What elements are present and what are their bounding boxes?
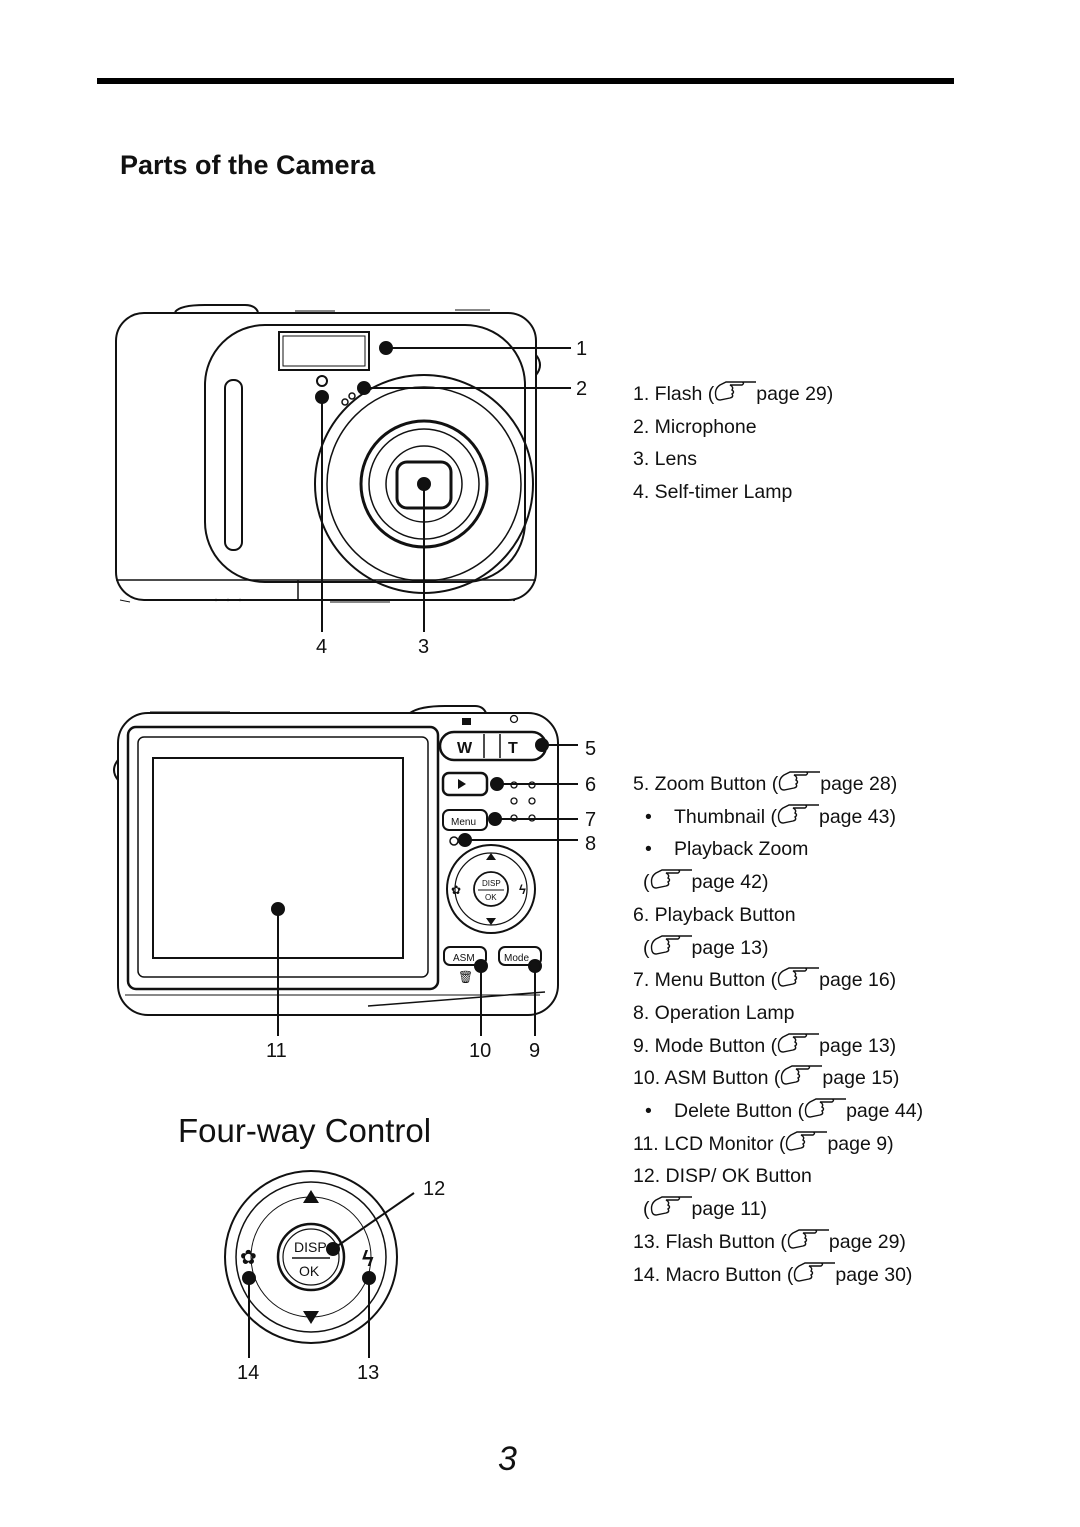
list-item: 13. Flash Button (page 29) [633, 1226, 923, 1259]
pointing-hand-icon [794, 1261, 836, 1282]
list-item: 11. LCD Monitor (page 9) [633, 1128, 923, 1161]
callout-1: 1 [576, 338, 587, 360]
callout-2: 2 [576, 378, 587, 400]
list-item: (page 42) [633, 866, 923, 899]
pointing-hand-icon [650, 934, 692, 955]
pointing-hand-icon [779, 771, 821, 791]
zoom-w-label: W [457, 740, 473, 757]
callout-7: 7 [585, 809, 596, 831]
top-rule [97, 78, 954, 84]
list-item: 10. ASM Button (page 15) [633, 1062, 923, 1095]
disp-label: DISP [294, 1239, 327, 1255]
list-item: 14. Macro Button (page 30) [633, 1259, 923, 1292]
list-item: 2. Microphone [633, 415, 757, 438]
callout-4: 4 [316, 636, 327, 658]
pointing-hand-icon [786, 1131, 828, 1151]
ok-label: OK [485, 893, 497, 902]
macro-flower-icon: ✿ [451, 883, 461, 897]
callout-6: 6 [585, 774, 596, 796]
arrow-down-icon [486, 918, 496, 925]
pointing-hand-icon [650, 1196, 692, 1216]
callout-13: 13 [357, 1362, 379, 1384]
arrow-up-icon [486, 853, 496, 860]
pointing-hand-icon [650, 869, 692, 889]
callout-9: 9 [529, 1040, 540, 1062]
callout-14: 14 [237, 1362, 259, 1384]
pointing-hand-icon [781, 1065, 823, 1086]
pointing-hand-icon [777, 967, 820, 987]
section-heading: Parts of the Camera [120, 150, 376, 180]
mode-button-label: Mode [504, 953, 529, 964]
list-item: Thumbnail (page 43) [633, 801, 923, 834]
pointing-hand-icon [777, 1032, 820, 1053]
callout-5: 5 [585, 738, 596, 760]
pointing-hand-icon [715, 381, 757, 401]
callout-10: 10 [469, 1040, 491, 1062]
pointing-hand-icon [804, 1098, 847, 1118]
arrow-down-icon [303, 1311, 319, 1324]
list-item: 5. Zoom Button (page 28) [633, 768, 923, 801]
list-item: 7. Menu Button (page 16) [633, 964, 923, 997]
arrow-up-icon [303, 1190, 319, 1203]
callout-3: 3 [418, 636, 429, 658]
play-icon [458, 779, 466, 789]
trash-icon: 🗑 [458, 970, 473, 984]
list-item: 1. Flash (page 29) [633, 378, 833, 411]
disp-label: DISP [482, 879, 501, 888]
menu-button-label: Menu [451, 817, 476, 828]
callout-8: 8 [585, 833, 596, 855]
list-item: (page 11) [633, 1193, 923, 1226]
zoom-t-label: T [508, 740, 518, 757]
list-item: Playback Zoom [633, 833, 923, 866]
ok-label: OK [299, 1263, 320, 1279]
list-item: 3. Lens [633, 448, 697, 471]
pointing-hand-icon [787, 1229, 829, 1249]
callout-12: 12 [423, 1178, 445, 1200]
flash-bolt-icon: ϟ [362, 1246, 374, 1271]
macro-flower-icon: ✿ [240, 1247, 257, 1269]
back-parts-list: 5. Zoom Button (page 28)Thumbnail (page … [633, 768, 923, 1291]
front-parts-list: 1. Flash (page 29) 2. Microphone 3. Lens… [633, 378, 833, 509]
asm-button-label: ASM [453, 953, 475, 964]
page-number: 3 [498, 1440, 517, 1478]
callout-11: 11 [266, 1040, 287, 1062]
list-item: 6. Playback Button [633, 903, 796, 926]
list-item: (page 13) [633, 932, 923, 965]
list-item: 4. Self-timer Lamp [633, 481, 793, 504]
list-item: 12. DISP/ OK Button [633, 1165, 812, 1188]
list-item: 8. Operation Lamp [633, 1001, 795, 1024]
list-item: 9. Mode Button (page 13) [633, 1030, 923, 1063]
list-item: Delete Button (page 44) [633, 1095, 923, 1128]
pointing-hand-icon [777, 804, 819, 824]
flash-bolt-icon: ϟ [519, 882, 526, 897]
four-way-control-title: Four-way Control [178, 1112, 432, 1149]
